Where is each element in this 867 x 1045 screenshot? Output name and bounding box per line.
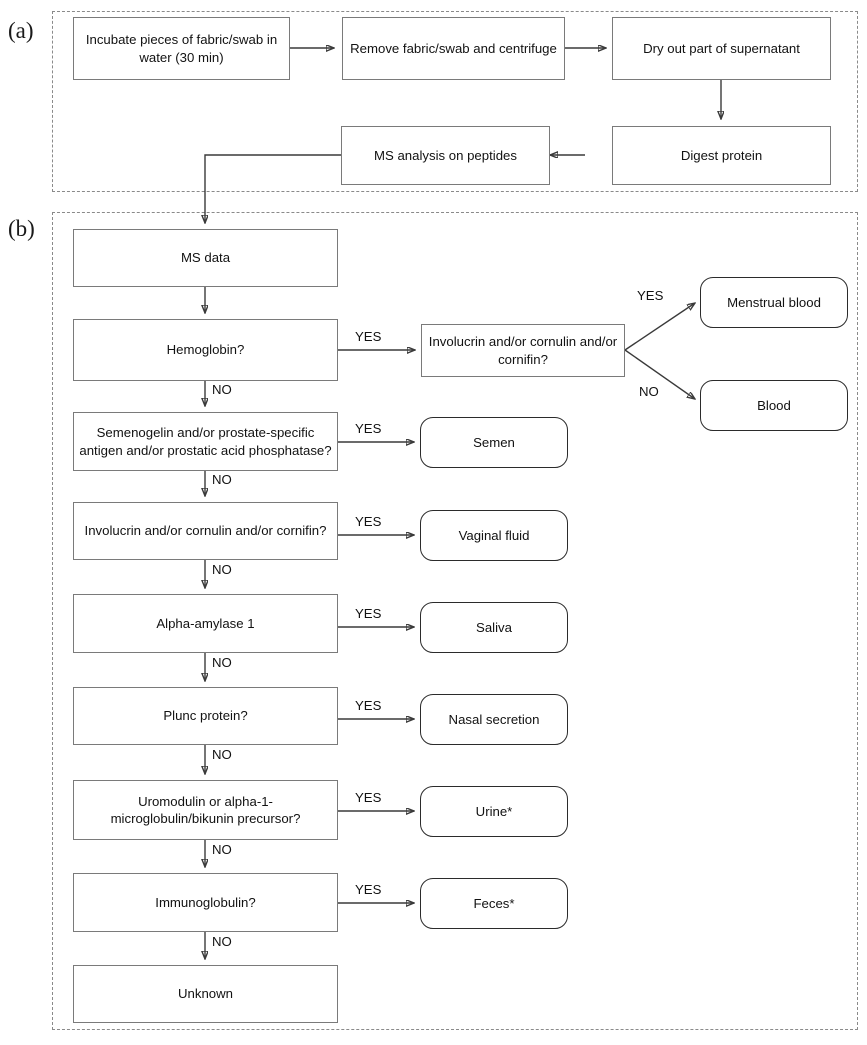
node-remove-centrifuge[interactable]: Remove fabric/swab and centrifuge	[342, 17, 565, 80]
node-nasal-secretion[interactable]: Nasal secretion	[420, 694, 568, 745]
node-ms-data[interactable]: MS data	[73, 229, 338, 287]
node-digest-protein[interactable]: Digest protein	[612, 126, 831, 185]
node-incubate[interactable]: Incubate pieces of fabric/swab in water …	[73, 17, 290, 80]
edge-label-amylase-no: NO	[212, 655, 232, 670]
panel-b-border	[52, 212, 858, 1030]
node-vaginal-fluid[interactable]: Vaginal fluid	[420, 510, 568, 561]
node-ms-analysis[interactable]: MS analysis on peptides	[341, 126, 550, 185]
edge-label-immunoglobulin-no: NO	[212, 934, 232, 949]
edge-label-amylase-yes: YES	[355, 606, 382, 621]
node-blood[interactable]: Blood	[700, 380, 848, 431]
edge-label-semenogelin-no: NO	[212, 472, 232, 487]
node-alpha-amylase[interactable]: Alpha-amylase 1	[73, 594, 338, 653]
node-menstrual-blood[interactable]: Menstrual blood	[700, 277, 848, 328]
node-plunc[interactable]: Plunc protein?	[73, 687, 338, 745]
panel-a-label: (a)	[8, 18, 34, 43]
edge-label-hemoglobin-no: NO	[212, 382, 232, 397]
edge-label-plunc-yes: YES	[355, 698, 382, 713]
node-immunoglobulin[interactable]: Immunoglobulin?	[73, 873, 338, 932]
edge-label-involucrin-no: NO	[212, 562, 232, 577]
edge-label-branch-yes: YES	[637, 288, 664, 303]
node-feces[interactable]: Feces*	[420, 878, 568, 929]
panel-a-border	[52, 11, 858, 192]
node-involucrin-branch[interactable]: Involucrin and/or cornulin and/or cornif…	[421, 324, 625, 377]
edge-label-semenogelin-yes: YES	[355, 421, 382, 436]
node-saliva[interactable]: Saliva	[420, 602, 568, 653]
node-involucrin-main[interactable]: Involucrin and/or cornulin and/or cornif…	[73, 502, 338, 560]
node-urine[interactable]: Urine*	[420, 786, 568, 837]
node-hemoglobin[interactable]: Hemoglobin?	[73, 319, 338, 381]
edge-label-uromodulin-yes: YES	[355, 790, 382, 805]
edge-label-hemoglobin-yes: YES	[355, 329, 382, 344]
node-semen[interactable]: Semen	[420, 417, 568, 468]
node-unknown[interactable]: Unknown	[73, 965, 338, 1023]
node-uromodulin[interactable]: Uromodulin or alpha-1-microglobulin/biku…	[73, 780, 338, 840]
edge-label-uromodulin-no: NO	[212, 842, 232, 857]
edge-label-immunoglobulin-yes: YES	[355, 882, 382, 897]
edge-label-involucrin-yes: YES	[355, 514, 382, 529]
node-dry-supernatant[interactable]: Dry out part of supernatant	[612, 17, 831, 80]
edge-label-branch-no: NO	[639, 384, 659, 399]
panel-b-label: (b)	[8, 216, 35, 241]
node-semenogelin[interactable]: Semenogelin and/or prostate-specific ant…	[73, 412, 338, 471]
edge-label-plunc-no: NO	[212, 747, 232, 762]
